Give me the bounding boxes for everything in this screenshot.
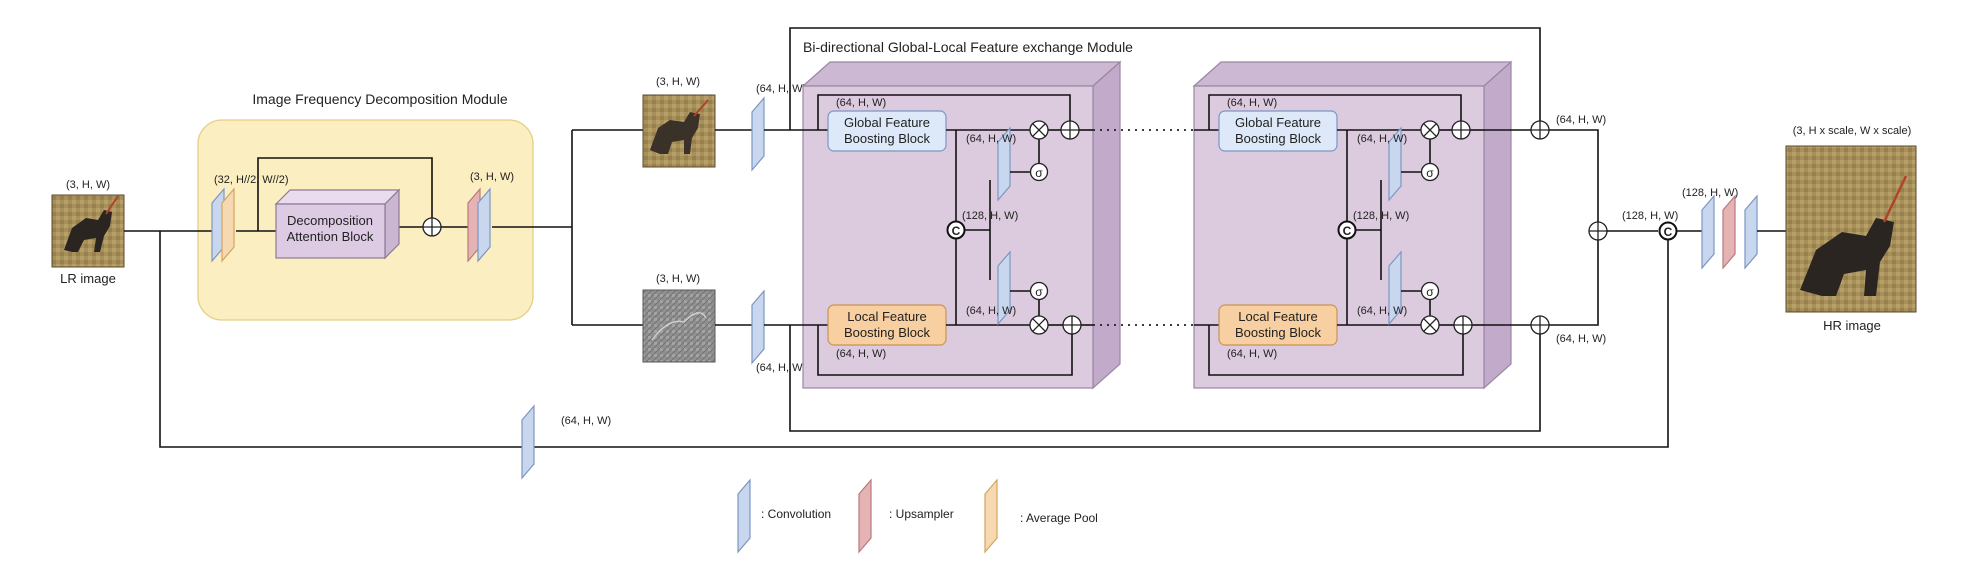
svg-text:C: C [1664,225,1673,239]
svg-text:σ: σ [1426,166,1434,180]
sigmoid-na [1420,162,1440,182]
gfbb-1: Global Feature Boosting Block [827,110,947,152]
lfbb-1: Local Feature Boosting Block [827,304,947,346]
branch-conv-bottom [751,290,765,364]
out-bottom-dim: (64, H, W) [1556,333,1606,345]
svg-text:Global Feature: Global Feature [1235,115,1321,130]
head-dim: (128, H, W) [1682,187,1738,199]
svg-text:C: C [1343,224,1352,238]
bglf-title: Bi-directional Global-Local Feature exch… [803,39,1133,55]
ifd-dim-in: (32, H//2, W//2) [214,174,289,186]
l1-dim-a: (64, H, W) [836,348,886,360]
bglf-block-n: (64, H, W) Global Feature Boosting Block… [1192,60,1513,390]
ifd-dim-out: (3, H, W) [470,171,514,183]
head-conv-2 [1744,195,1758,269]
out-add-merge [1588,221,1608,241]
add-1a [1060,120,1080,140]
g1-dim-a: (64, H, W) [836,97,886,109]
conv-bottom-dim: (64, H, W) [756,362,806,374]
lr-caption: LR image [60,271,116,286]
dab-line2: Attention Block [287,229,374,244]
decomposition-attention-block: Decomposition Attention Block [274,188,401,260]
hr-dim-label: (3, H x scale, W x scale) [1793,125,1912,137]
svg-text:Boosting Block: Boosting Block [1235,325,1321,340]
mul-1a [1029,120,1049,140]
dab-line1: Decomposition [287,213,373,228]
concat-1 [946,220,966,240]
branch-conv-top [751,97,765,171]
sigmoid-1a [1029,162,1049,182]
out-add-bottom [1530,315,1550,335]
lfbb-n: Local Feature Boosting Block [1218,304,1338,346]
svg-text:C: C [952,224,961,238]
conv-top-dim: (64, H, W) [756,83,806,95]
wire-global-loop [789,27,1541,130]
ifd-add-node [422,217,442,237]
wire-ifd-skip [257,157,433,231]
lr-image-group: (3, H, W) LR image [51,179,125,286]
svg-text:(64, H, W): (64, H, W) [966,305,1016,317]
low-frequency-image [642,94,716,168]
add-1b [1062,315,1082,335]
cat-dim: (128, H, W) [1622,210,1678,222]
wire-local-loop [789,325,1541,432]
svg-text:(64, H, W): (64, H, W) [966,133,1016,145]
sigmoid-nb [1420,281,1440,301]
out-concat [1658,221,1678,241]
svg-text:σ: σ [1035,285,1043,299]
gfbb-n: Global Feature Boosting Block [1218,110,1338,152]
legend-pool-swatch [984,479,998,553]
skip-dim: (64, H, W) [561,415,611,427]
svg-text:Local Feature: Local Feature [1238,309,1318,324]
svg-text:σ: σ [1035,166,1043,180]
svg-text:(64, H, W): (64, H, W) [1227,348,1277,360]
bglf-block-1: (64, H, W) Global Feature Boosting Block… [764,60,1122,390]
legend-conv-swatch [737,479,751,553]
ifd-title: Image Frequency Decomposition Module [252,91,507,107]
svg-text:(64, H, W): (64, H, W) [1227,97,1277,109]
svg-text:Local Feature: Local Feature [847,309,927,324]
hr-caption: HR image [1823,318,1881,333]
lr-image [51,194,125,268]
hr-image [1785,145,1917,313]
sigmoid-1b [1029,281,1049,301]
svg-text:Boosting Block: Boosting Block [844,131,930,146]
svg-text:Boosting Block: Boosting Block [844,325,930,340]
head-conv-1 [1701,195,1715,269]
legend-up-swatch [858,479,872,553]
out-add-top [1530,120,1550,140]
legend-pool-label: : Average Pool [1020,511,1098,525]
svg-text:Global Feature: Global Feature [844,115,930,130]
legend-up-label: : Upsampler [889,507,954,521]
svg-text:σ: σ [1426,285,1434,299]
ifd-module: Image Frequency Decomposition Module (32… [124,91,572,321]
high-frequency-image [642,289,716,363]
out-top-dim: (64, H, W) [1556,114,1606,126]
mul-1b [1029,315,1049,335]
legend: : Convolution : Upsampler : Average Pool [737,479,1098,553]
head-upsampler [1722,195,1736,269]
svg-text:(64, H, W): (64, H, W) [1357,133,1407,145]
img-top-dim: (3, H, W) [656,76,700,88]
concat-n [1337,220,1357,240]
img-bottom-dim: (3, H, W) [656,273,700,285]
skip-conv [521,405,535,479]
svg-text:Boosting Block: Boosting Block [1235,131,1321,146]
legend-conv-label: : Convolution [761,507,831,521]
svg-text:(64, H, W): (64, H, W) [1357,305,1407,317]
lr-dim-label: (3, H, W) [66,179,110,191]
wire-global-skip [159,231,1669,448]
